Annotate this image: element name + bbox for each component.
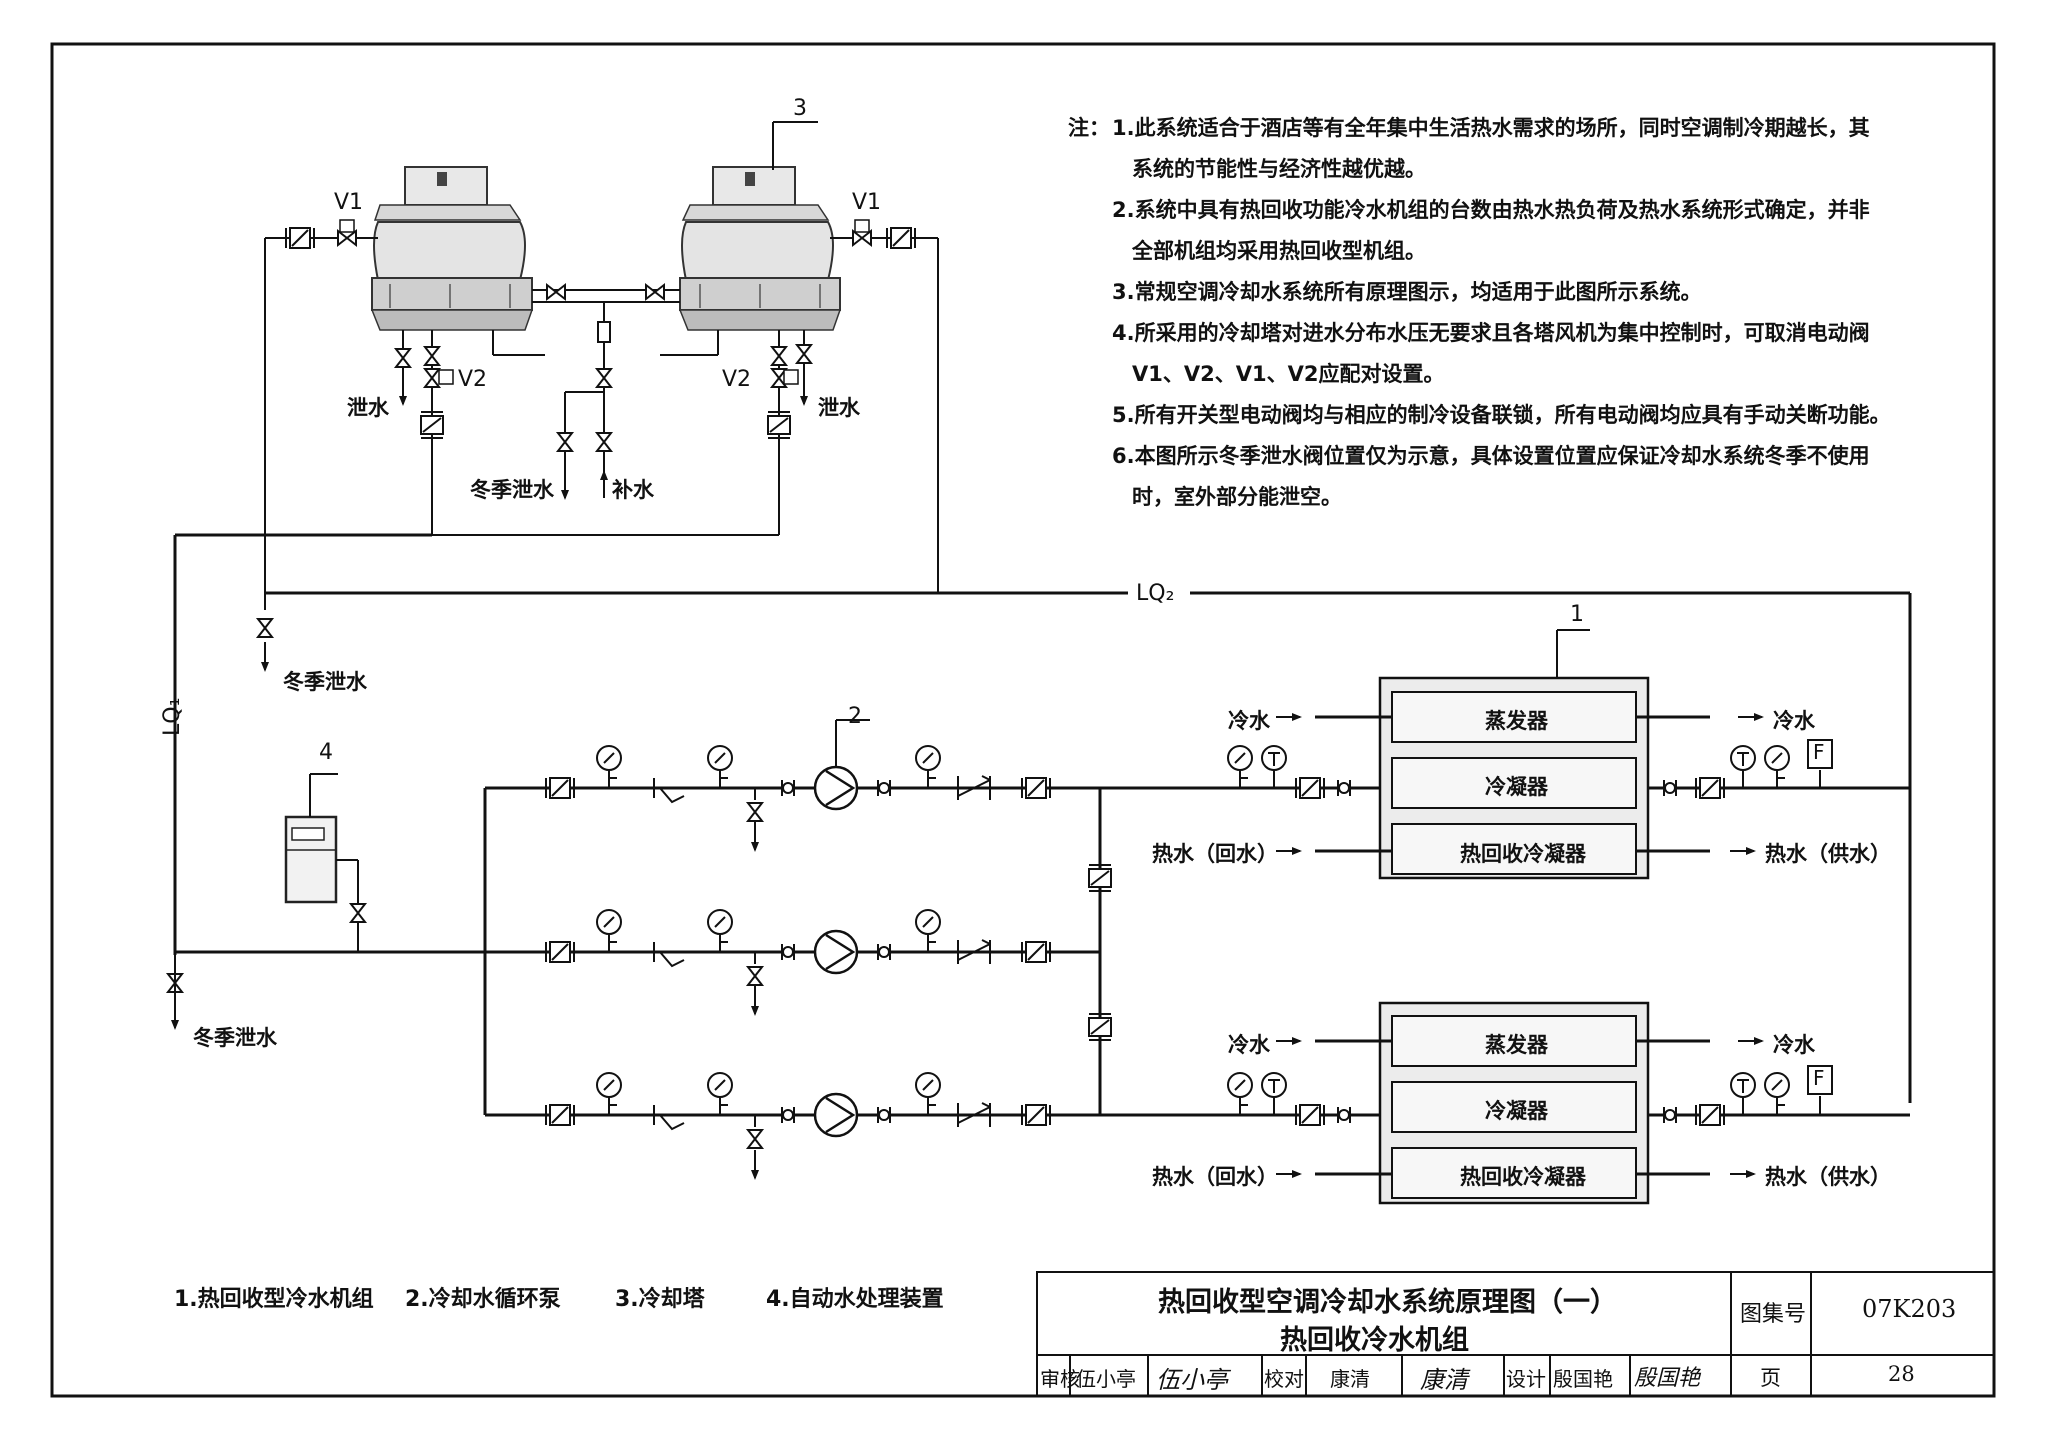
review-signature: 伍小亭 bbox=[1156, 1366, 1228, 1394]
v2-left-label: V2 bbox=[458, 367, 488, 392]
note-line-4: 全部机组均采用热回收型机组。 bbox=[1132, 239, 1426, 263]
flow-switch-1: F bbox=[1813, 740, 1825, 764]
hot-return-label-2: 热水（回水） bbox=[1152, 1165, 1278, 1189]
atlas-number: 07K203 bbox=[1862, 1295, 1957, 1323]
design-label: 设计 bbox=[1506, 1367, 1546, 1391]
pump-row-2 bbox=[175, 909, 1100, 1017]
legend-item-1: 1.热回收型冷水机组 bbox=[174, 1287, 374, 1312]
title-block bbox=[1036, 1271, 1995, 1397]
note-line-2: 系统的节能性与经济性越优越。 bbox=[1132, 157, 1426, 181]
drawing-title-line1: 热回收型空调冷却水系统原理图（一） bbox=[1158, 1287, 1617, 1318]
condenser-label-1: 冷凝器 bbox=[1485, 775, 1548, 799]
cooling-tower-right bbox=[678, 166, 842, 331]
lq2-label: LQ₂ bbox=[1136, 581, 1175, 606]
lq1-label: LQ₁ bbox=[160, 697, 185, 736]
design-signature: 殷国艳 bbox=[1634, 1366, 1701, 1391]
hr-condenser-label-1: 热回收冷凝器 bbox=[1460, 842, 1586, 866]
chiller-unit-2 bbox=[1378, 1001, 1650, 1205]
hot-return-label-1: 热水（回水） bbox=[1152, 842, 1278, 866]
note-line-10: 时，室外部分能泄空。 bbox=[1132, 485, 1342, 509]
winter-drain-top-label: 冬季泄水 bbox=[470, 478, 554, 502]
hr-condenser-label-2: 热回收冷凝器 bbox=[1460, 1165, 1586, 1189]
notes-block: 注： 1.此系统适合于酒店等有全年集中生活热水需求的场所，同时空调制冷期越长，其… bbox=[1068, 108, 1891, 518]
review-name: 伍小亭 bbox=[1076, 1367, 1136, 1391]
legend-item-3: 3.冷却塔 bbox=[615, 1287, 705, 1312]
note-line-3: 2.系统中具有热回收功能冷水机组的台数由热水热负荷及热水系统形式确定，并非 bbox=[1112, 198, 1870, 222]
chiller-unit-1 bbox=[1378, 676, 1650, 880]
evaporator-label-2: 蒸发器 bbox=[1485, 1033, 1548, 1057]
note-line-9: 6.本图所示冬季泄水阀位置仅为示意，具体设置位置应保证冷却水系统冬季不使用 bbox=[1112, 444, 1870, 468]
chilled-in-label-1: 冷水 bbox=[1228, 709, 1270, 733]
chilled-out-label-2: 冷水 bbox=[1773, 1033, 1815, 1057]
v2-right-label: V2 bbox=[722, 367, 752, 392]
evaporator-label-1: 蒸发器 bbox=[1485, 709, 1548, 733]
tag-2: 2 bbox=[848, 704, 862, 729]
note-line-1: 1.此系统适合于酒店等有全年集中生活热水需求的场所，同时空调制冷期越长，其 bbox=[1112, 116, 1870, 140]
note-line-8: 5.所有开关型电动阀均与相应的制冷设备联锁，所有电动阀均应具有手动关断功能。 bbox=[1112, 403, 1891, 427]
check-signature: 康清 bbox=[1420, 1366, 1468, 1394]
page-label: 页 bbox=[1760, 1366, 1781, 1390]
flow-switch-2: F bbox=[1813, 1066, 1825, 1090]
page-number: 28 bbox=[1888, 1362, 1915, 1386]
pump-row-1 bbox=[485, 745, 1100, 853]
water-treatment-unit bbox=[284, 815, 338, 904]
drawing-border bbox=[50, 42, 1996, 1398]
review-label: 审核 bbox=[1040, 1367, 1080, 1391]
cooling-tower-left bbox=[370, 166, 534, 331]
legend-item-4: 4.自动水处理装置 bbox=[766, 1287, 944, 1312]
winter-drain-bottom-label: 冬季泄水 bbox=[193, 1026, 277, 1050]
note-line-5: 3.常规空调冷却水系统所有原理图示，均适用于此图所示系统。 bbox=[1112, 280, 1702, 304]
drain-left-label: 泄水 bbox=[347, 396, 389, 420]
note-line-6: 4.所采用的冷却塔对进水分布水压无要求且各塔风机为集中控制时，可取消电动阀 bbox=[1112, 321, 1870, 345]
chilled-out-label-1: 冷水 bbox=[1773, 709, 1815, 733]
drawing-title-line2: 热回收冷水机组 bbox=[1280, 1325, 1469, 1356]
v1-left-label: V1 bbox=[334, 190, 364, 215]
makeup-label: 补水 bbox=[612, 478, 654, 502]
condenser-label-2: 冷凝器 bbox=[1485, 1099, 1548, 1123]
note-line-7: V1、V2、V1、V2应配对设置。 bbox=[1132, 362, 1445, 386]
drain-right-label: 泄水 bbox=[818, 396, 860, 420]
chilled-in-label-2: 冷水 bbox=[1228, 1033, 1270, 1057]
hot-supply-label-2: 热水（供水） bbox=[1765, 1165, 1891, 1189]
notes-prefix: 注： bbox=[1068, 116, 1110, 140]
design-name: 殷国艳 bbox=[1553, 1367, 1613, 1391]
v1-right-label: V1 bbox=[852, 190, 882, 215]
pump-row-3 bbox=[485, 1072, 1100, 1181]
winter-drain-lq2-label: 冬季泄水 bbox=[283, 670, 367, 694]
check-name: 康清 bbox=[1330, 1367, 1370, 1391]
check-label: 校对 bbox=[1264, 1367, 1304, 1391]
tag-4: 4 bbox=[319, 740, 333, 765]
atlas-label: 图集号 bbox=[1740, 1302, 1807, 1327]
tag-3: 3 bbox=[793, 96, 807, 121]
hot-supply-label-1: 热水（供水） bbox=[1765, 842, 1891, 866]
tag-1: 1 bbox=[1570, 602, 1584, 627]
legend-item-2: 2.冷却水循环泵 bbox=[405, 1287, 561, 1312]
